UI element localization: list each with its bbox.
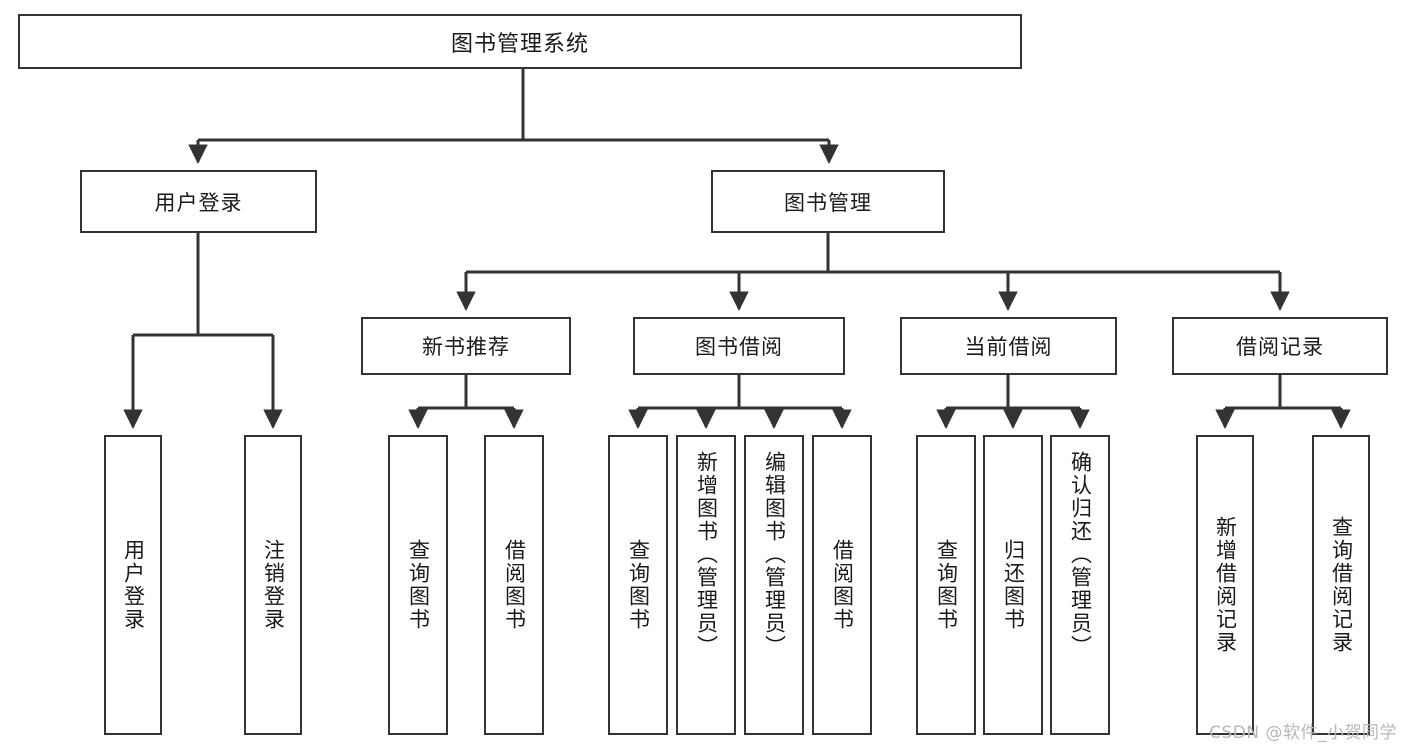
node-leaf-query-borrow-record[interactable]: 查询借阅记录 xyxy=(1312,435,1370,735)
node-level2-borrow-record[interactable]: 借阅记录 xyxy=(1172,317,1388,375)
node-leaf-query-book-recommend[interactable]: 查询图书 xyxy=(388,435,448,735)
node-level1-user-login[interactable]: 用户登录 xyxy=(80,170,317,233)
node-leaf-add-borrow-record[interactable]: 新增借阅记录 xyxy=(1196,435,1254,735)
node-root[interactable]: 图书管理系统 xyxy=(18,14,1022,69)
node-label: 新增借阅记录 xyxy=(1213,516,1238,654)
node-label: 编辑图书（管理员） xyxy=(762,451,787,658)
node-label: 图书借阅 xyxy=(695,335,783,359)
node-leaf-query-book-current[interactable]: 查询图书 xyxy=(916,435,976,735)
node-leaf-query-book-borrow[interactable]: 查询图书 xyxy=(608,435,668,735)
node-level1-book-management[interactable]: 图书管理 xyxy=(711,170,945,233)
node-level2-current-borrow[interactable]: 当前借阅 xyxy=(900,317,1117,375)
node-label: 用户登录 xyxy=(154,190,243,215)
node-label: 查询图书 xyxy=(406,539,431,631)
node-leaf-borrow-book-recommend[interactable]: 借阅图书 xyxy=(484,435,544,735)
node-level2-new-book-recommend[interactable]: 新书推荐 xyxy=(361,317,571,375)
watermark: CSDN @软件_小贺同学 xyxy=(1209,723,1397,743)
node-label: 注销登录 xyxy=(261,539,286,631)
node-label: 查询图书 xyxy=(934,539,959,631)
node-leaf-user-login[interactable]: 用户登录 xyxy=(104,435,162,735)
node-root-label: 图书管理系统 xyxy=(450,31,589,57)
node-label: 用户登录 xyxy=(121,539,146,631)
node-leaf-confirm-return-admin[interactable]: 确认归还（管理员） xyxy=(1050,435,1110,735)
node-label: 新书推荐 xyxy=(422,335,510,359)
node-leaf-edit-book-admin[interactable]: 编辑图书（管理员） xyxy=(744,435,804,735)
node-label: 借阅记录 xyxy=(1236,335,1324,359)
node-label: 新增图书（管理员） xyxy=(694,451,719,658)
node-label: 确认归还（管理员） xyxy=(1068,451,1093,658)
node-label: 图书管理 xyxy=(784,190,872,215)
node-level2-book-borrow[interactable]: 图书借阅 xyxy=(633,317,845,375)
node-label: 归还图书 xyxy=(1001,539,1026,631)
node-leaf-borrow-book[interactable]: 借阅图书 xyxy=(812,435,872,735)
node-label: 借阅图书 xyxy=(502,539,527,631)
node-leaf-return-book[interactable]: 归还图书 xyxy=(983,435,1043,735)
node-label: 借阅图书 xyxy=(830,539,855,631)
node-label: 当前借阅 xyxy=(964,335,1053,359)
node-leaf-add-book-admin[interactable]: 新增图书（管理员） xyxy=(676,435,736,735)
node-leaf-logout[interactable]: 注销登录 xyxy=(244,435,302,735)
node-label: 查询图书 xyxy=(626,539,651,631)
node-label: 查询借阅记录 xyxy=(1329,516,1354,654)
